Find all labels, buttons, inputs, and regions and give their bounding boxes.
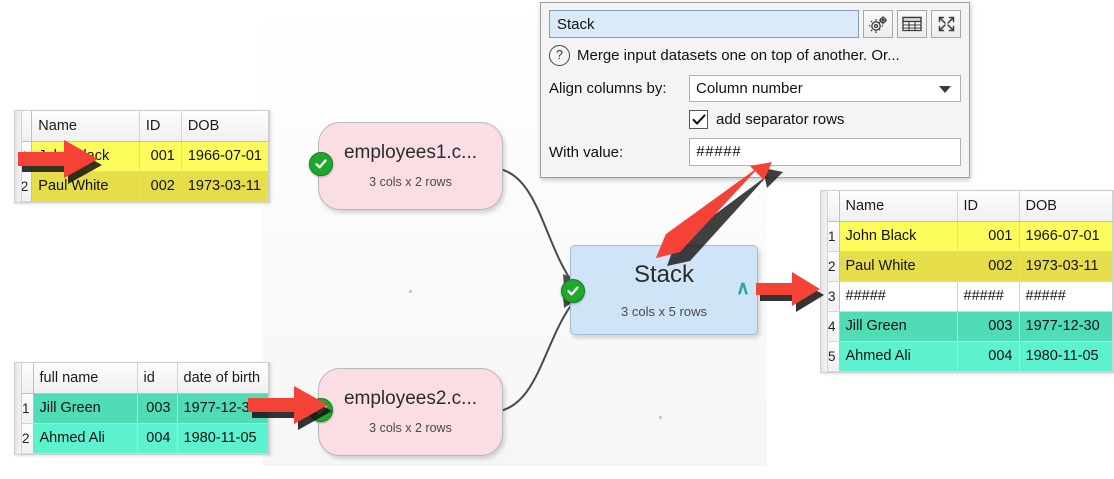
table-row: 1 Jill Green 003 1977-12-30: [15, 393, 269, 424]
cell-id[interactable]: 001: [139, 141, 182, 172]
with-value-label: With value:: [549, 143, 624, 161]
cell-id[interactable]: 001: [957, 221, 1020, 252]
node-employees2[interactable]: employees2.c... 3 cols x 2 rows: [309, 368, 503, 456]
column-header[interactable]: full name: [33, 363, 138, 394]
table-gutter: [821, 191, 828, 372]
cell-dob[interactable]: 1980-11-05: [177, 423, 269, 454]
table-row: 5 Ahmed Ali 004 1980-11-05: [821, 341, 1113, 372]
table-input-employees1[interactable]: Name ID DOB 1 John Black 001 1966-07-01 …: [14, 110, 270, 203]
column-header[interactable]: ID: [957, 191, 1020, 222]
with-value-row: With value: #####: [549, 138, 961, 166]
table-header-row: Name ID DOB: [821, 191, 1113, 222]
chevron-down-icon: [939, 86, 951, 93]
node-name-input[interactable]: Stack: [549, 10, 859, 38]
status-ok-icon: [561, 279, 585, 303]
cell-dob[interactable]: 1973-03-11: [181, 171, 270, 202]
node-stack-subtitle: 3 cols x 5 rows: [621, 303, 707, 319]
dialog-description-row: ? Merge input datasets one on top of ano…: [549, 45, 961, 66]
cell-dob[interactable]: 1977-12-30: [1019, 311, 1113, 342]
help-icon[interactable]: ?: [549, 45, 570, 66]
status-ok-icon: [309, 152, 333, 176]
table-header-row: full name id date of birth: [15, 363, 269, 394]
cell-id[interactable]: 002: [139, 171, 182, 202]
align-columns-label: Align columns by:: [549, 80, 667, 97]
cell-id[interactable]: #####: [957, 281, 1020, 312]
cell-id[interactable]: 003: [957, 311, 1020, 342]
table-row: 1 John Black 001 1966-07-01: [821, 221, 1113, 252]
cell-name[interactable]: John Black: [839, 221, 958, 252]
add-separator-rows-checkbox[interactable]: [689, 110, 708, 129]
column-header[interactable]: Name: [31, 111, 140, 142]
dialog-description-text: Merge input datasets one on top of anoth…: [577, 47, 900, 64]
cell-name[interactable]: Ahmed Ali: [33, 423, 138, 454]
node-employees1[interactable]: employees1.c... 3 cols x 2 rows: [309, 122, 503, 210]
with-value-input[interactable]: #####: [689, 138, 961, 166]
cell-id[interactable]: 002: [957, 251, 1020, 282]
dialog-title-row: Stack: [549, 10, 961, 38]
table-row: 2 Paul White 002 1973-03-11: [15, 171, 270, 202]
cell-id[interactable]: 003: [137, 393, 178, 424]
table-input-employees2[interactable]: full name id date of birth 1 Jill Green …: [14, 362, 270, 455]
table-row-separator: 3 ##### ##### #####: [821, 281, 1113, 312]
table-output-stack[interactable]: Name ID DOB 1 John Black 001 1966-07-01 …: [820, 190, 1114, 373]
node-employees2-title: employees2.c...: [343, 388, 478, 410]
grid-dot: [659, 416, 662, 419]
table-row: 4 Jill Green 003 1977-12-30: [821, 311, 1113, 342]
align-columns-row: Align columns by: Column number: [549, 75, 961, 102]
cell-name[interactable]: Ahmed Ali: [839, 341, 958, 372]
table-row: 2 Paul White 002 1973-03-11: [821, 251, 1113, 282]
column-header[interactable]: DOB: [181, 111, 270, 142]
cell-id[interactable]: 004: [957, 341, 1020, 372]
node-stack-title: Stack: [633, 260, 695, 288]
table-row: 1 John Black 001 1966-07-01: [15, 141, 270, 172]
column-header[interactable]: Name: [839, 191, 958, 222]
node-stack-body[interactable]: Stack 3 cols x 5 rows: [570, 245, 758, 335]
status-ok-icon: [309, 398, 333, 422]
expand-arrows-icon[interactable]: [931, 10, 961, 38]
cell-name[interactable]: Jill Green: [33, 393, 138, 424]
table-gutter: [15, 111, 22, 202]
table-header-row: Name ID DOB: [15, 111, 270, 142]
column-header[interactable]: DOB: [1019, 191, 1113, 222]
add-separator-rows-label: add separator rows: [716, 111, 845, 128]
table-gutter: [15, 363, 22, 454]
table-row: 2 Ahmed Ali 004 1980-11-05: [15, 423, 269, 454]
cell-name[interactable]: #####: [839, 281, 958, 312]
cell-dob[interactable]: 1966-07-01: [1019, 221, 1113, 252]
cell-dob[interactable]: #####: [1019, 281, 1113, 312]
column-header[interactable]: date of birth: [177, 363, 269, 394]
gears-icon[interactable]: [863, 10, 893, 38]
table-grid-icon[interactable]: [897, 10, 927, 38]
node-employees2-body[interactable]: employees2.c... 3 cols x 2 rows: [318, 368, 503, 456]
align-columns-value: Column number: [696, 80, 803, 97]
cell-name[interactable]: John Black: [31, 141, 140, 172]
stack-settings-dialog[interactable]: Stack: [540, 2, 970, 178]
grid-dot: [409, 290, 412, 293]
node-employees2-subtitle: 3 cols x 2 rows: [369, 421, 452, 436]
cell-name[interactable]: Jill Green: [839, 311, 958, 342]
node-employees1-body[interactable]: employees1.c... 3 cols x 2 rows: [318, 122, 503, 210]
cell-name[interactable]: Paul White: [31, 171, 140, 202]
cell-id[interactable]: 004: [137, 423, 178, 454]
node-employees1-title: employees1.c...: [343, 142, 478, 164]
column-header[interactable]: ID: [139, 111, 182, 142]
cell-dob[interactable]: 1980-11-05: [1019, 341, 1113, 372]
cell-dob[interactable]: 1973-03-11: [1019, 251, 1113, 282]
cell-dob[interactable]: 1977-12-30: [177, 393, 269, 424]
align-columns-select[interactable]: Column number: [689, 75, 961, 102]
cell-dob[interactable]: 1966-07-01: [181, 141, 270, 172]
column-header[interactable]: id: [137, 363, 178, 394]
stack-chevron-icon: ∧: [736, 278, 750, 299]
node-stack[interactable]: Stack 3 cols x 5 rows ∧: [561, 245, 758, 335]
node-employees1-subtitle: 3 cols x 2 rows: [369, 175, 452, 190]
cell-name[interactable]: Paul White: [839, 251, 958, 282]
separator-rows-row: add separator rows: [549, 110, 961, 129]
